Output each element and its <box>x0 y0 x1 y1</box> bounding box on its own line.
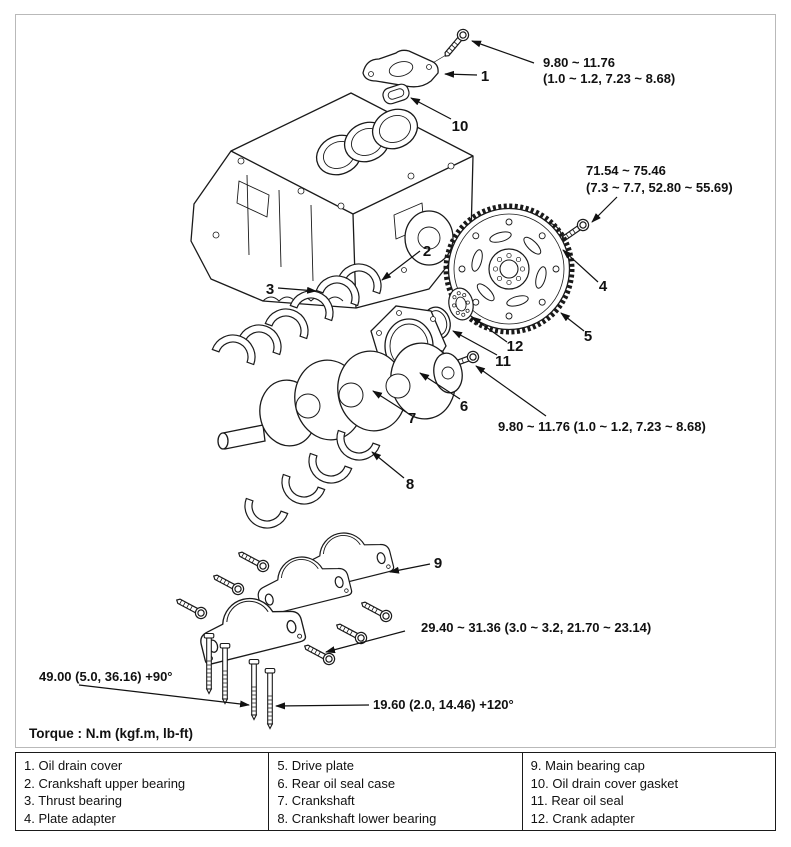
callout-8: 8 <box>406 476 414 493</box>
torque-annotations: 9.80 ~ 11.76 (1.0 ~ 1.2, 7.23 ~ 8.68) 71… <box>29 55 733 741</box>
parts-legend-table: 1. Oil drain cover 2. Crankshaft upper b… <box>15 752 776 831</box>
callout-1: 1 <box>481 68 489 85</box>
torque-units-note: Torque : N.m (kgf.m, lb-ft) <box>29 726 193 741</box>
engine-block-drawing <box>190 92 474 309</box>
legend-column-2: 5. Drive plate 6. Rear oil seal case 7. … <box>268 753 521 830</box>
legend-item: 8. Crankshaft lower bearing <box>277 810 437 826</box>
crank-adapter-drawing <box>448 287 474 321</box>
legend-item: 11. Rear oil seal <box>530 793 624 808</box>
callout-12: 12 <box>507 338 524 355</box>
legend-item: 7. Crankshaft <box>277 793 355 808</box>
leader-lines <box>78 40 618 710</box>
oil-drain-cover-drawing <box>362 26 472 88</box>
torque-oil-drain-cover-line1: 9.80 ~ 11.76 <box>543 55 615 70</box>
crankshaft-lower-bearing-drawing <box>238 429 381 535</box>
torque-main-cap-long-bolt: 49.00 (5.0, 36.16) +90° <box>39 669 173 684</box>
callout-7: 7 <box>408 410 416 427</box>
torque-bearing-cap-side-bolt: 29.40 ~ 31.36 (3.0 ~ 3.2, 21.70 ~ 23.14) <box>421 620 651 635</box>
legend-item: 4. Plate adapter <box>24 810 116 826</box>
callout-5: 5 <box>584 328 592 345</box>
engine-exploded-drawing: 1 10 2 3 4 5 12 11 6 7 8 9 9.80 ~ 11.76 … <box>29 26 733 741</box>
torque-rear-oil-seal-case: 9.80 ~ 11.76 (1.0 ~ 1.2, 7.23 ~ 8.68) <box>498 419 706 434</box>
torque-oil-drain-cover-line2: (1.0 ~ 1.2, 7.23 ~ 8.68) <box>543 71 675 86</box>
torque-main-cap-center-bolt: 19.60 (2.0, 14.46) +120° <box>373 697 514 712</box>
legend-column-3: 9. Main bearing cap 10. Oil drain cover … <box>521 753 775 830</box>
callout-9: 9 <box>434 555 442 572</box>
callout-6: 6 <box>460 398 468 415</box>
legend-item: 9. Main bearing cap <box>530 758 645 773</box>
legend-item: 10. Oil drain cover gasket <box>530 775 679 791</box>
oil-drain-cover-gasket-drawing <box>382 83 410 105</box>
legend-item: 12. Crank adapter <box>530 810 635 826</box>
callout-4: 4 <box>599 278 608 295</box>
callout-10: 10 <box>452 118 469 135</box>
legend-item: 5. Drive plate <box>277 758 354 773</box>
legend-item: 2. Crankshaft upper bearing <box>24 775 186 791</box>
legend-item: 1. Oil drain cover <box>24 758 123 773</box>
callout-numbers: 1 10 2 3 4 5 12 11 6 7 8 9 <box>266 68 608 572</box>
legend-item: 3. Thrust bearing <box>24 793 123 808</box>
exploded-view-diagram: 1 10 2 3 4 5 12 11 6 7 8 9 9.80 ~ 11.76 … <box>15 14 776 748</box>
callout-2: 2 <box>423 243 431 260</box>
callout-11: 11 <box>495 353 511 370</box>
legend-column-1: 1. Oil drain cover 2. Crankshaft upper b… <box>16 753 268 830</box>
torque-drive-plate-line1: 71.54 ~ 75.46 <box>586 163 666 178</box>
crankshaft-drawing <box>217 342 463 450</box>
legend-item: 6. Rear oil seal case <box>277 775 396 791</box>
callout-3: 3 <box>266 281 274 298</box>
torque-drive-plate-line2: (7.3 ~ 7.7, 52.80 ~ 55.69) <box>586 180 733 195</box>
drive-plate-drawing <box>443 203 575 335</box>
